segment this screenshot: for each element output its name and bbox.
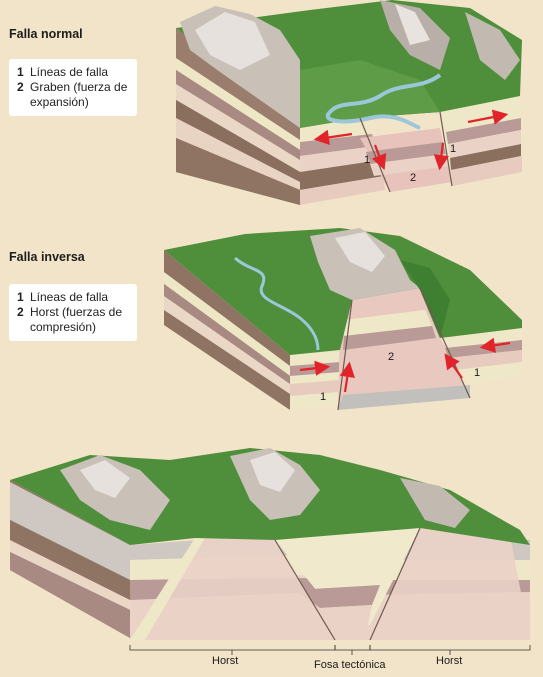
- legend-item: 2 Horst (fuerzas de compresión): [17, 305, 129, 335]
- bracket-fosa: [334, 645, 371, 651]
- bracket-horst-left: [129, 645, 336, 651]
- arrow-right-extension: [467, 109, 509, 125]
- marker-fault-1: 1: [364, 154, 370, 166]
- marker-fault-1: 1: [450, 143, 456, 155]
- marker-fault-1: 1: [320, 391, 326, 403]
- normal-fault-block: 1 1 2: [176, 0, 522, 205]
- arrow-up-left: [339, 361, 355, 393]
- arrow-compression-left: [299, 360, 331, 376]
- fault-line: [274, 539, 336, 641]
- inverse-fault-block: 1 1 2: [164, 228, 522, 411]
- label-horst-left: Horst: [212, 655, 238, 667]
- legend-item: 1 Líneas de falla: [17, 65, 129, 80]
- fault-line: [419, 287, 471, 399]
- arrow-down-left: [371, 144, 387, 171]
- legend-normal: 1 Líneas de falla 2 Graben (fuerza de ex…: [9, 59, 137, 116]
- arrow-compression-right: [479, 337, 511, 353]
- fault-line: [337, 299, 353, 411]
- marker-horst-2: 2: [388, 351, 394, 363]
- section-title-inverse: Falla inversa: [9, 250, 85, 264]
- front-face: [290, 350, 340, 410]
- label-horst-right: Horst: [436, 655, 462, 667]
- label-fosa-tectonica: Fosa tectónica: [314, 659, 386, 671]
- legend-inverse: 1 Líneas de falla 2 Horst (fuerzas de co…: [9, 284, 137, 341]
- river: [233, 256, 320, 351]
- legend-number: 1: [17, 290, 24, 304]
- fault-line: [439, 111, 453, 187]
- arrow-up-right: [444, 353, 463, 379]
- arrow-left-extension: [313, 129, 353, 146]
- legend-item: 2 Graben (fuerza de expansión): [17, 80, 129, 110]
- section-title-normal: Falla normal: [9, 27, 83, 41]
- legend-item: 1 Líneas de falla: [17, 290, 129, 305]
- marker-graben-2: 2: [410, 172, 416, 184]
- legend-text: Graben (fuerza de expansión): [30, 80, 128, 109]
- river: [325, 73, 442, 130]
- legend-text: Líneas de falla: [30, 65, 109, 79]
- horst-graben-block: Horst Fosa tectónica Horst: [10, 448, 531, 671]
- legend-text: Líneas de falla: [30, 290, 109, 304]
- legend-number: 2: [17, 80, 24, 94]
- legend-text: Horst (fuerzas de compresión): [30, 305, 123, 334]
- marker-fault-1: 1: [474, 367, 480, 379]
- bracket-horst-right: [369, 645, 531, 651]
- legend-number: 1: [17, 65, 24, 79]
- fosa-block: [275, 528, 420, 625]
- fault-line: [369, 527, 421, 641]
- legend-number: 2: [17, 305, 24, 319]
- arrow-down-right: [433, 142, 450, 171]
